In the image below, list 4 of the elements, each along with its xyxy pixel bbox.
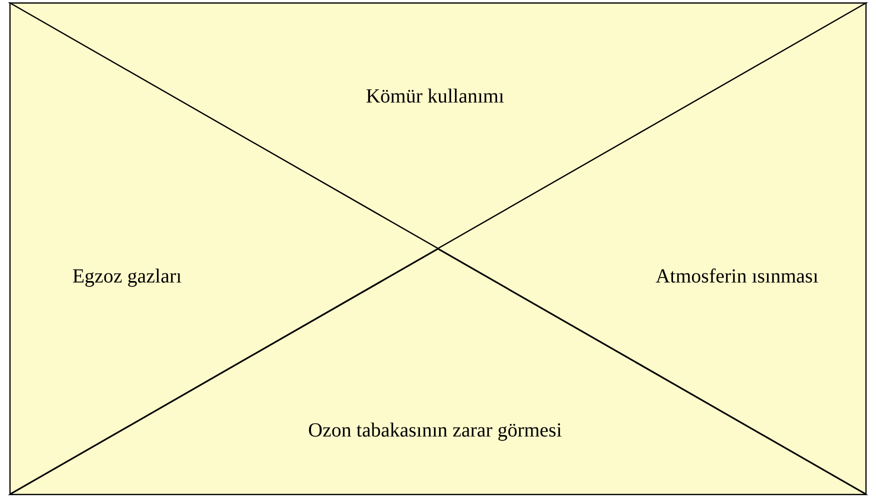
region-label: Atmosferin ısınması: [656, 266, 818, 288]
region-label: Kömür kullanımı: [366, 86, 504, 108]
region-label: Ozon tabakasının zarar görmesi: [308, 419, 562, 442]
region-label: Egzoz gazları: [72, 266, 182, 288]
